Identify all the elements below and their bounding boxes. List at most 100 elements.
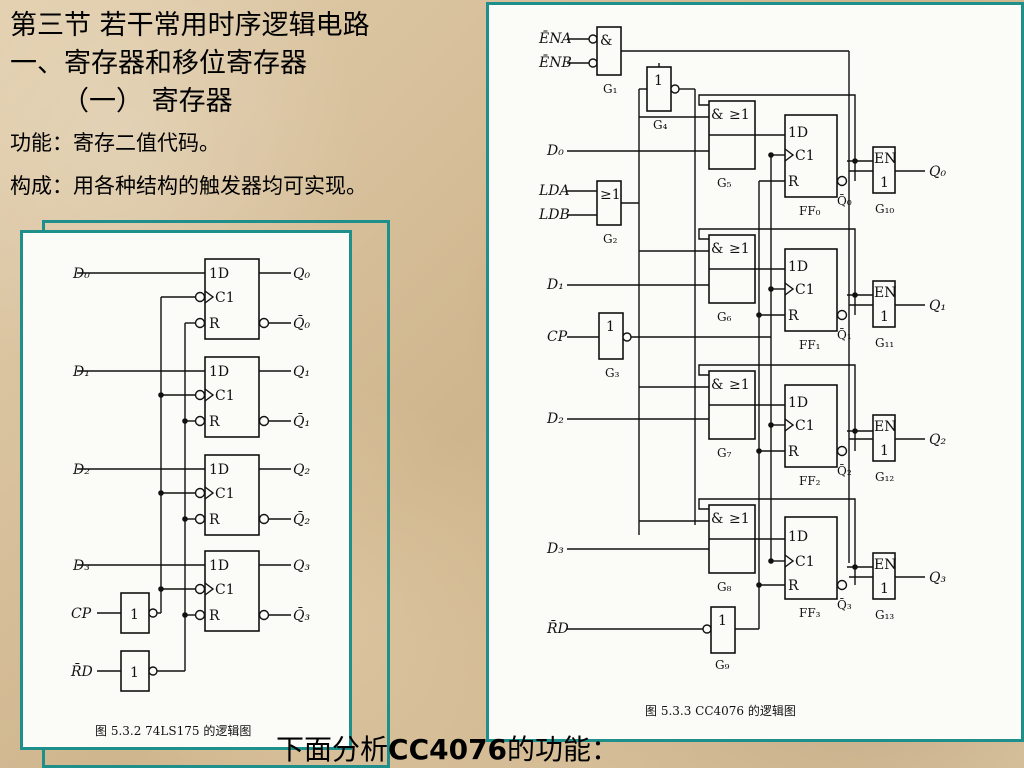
rd-not-symbol: 1 <box>130 665 139 681</box>
g10-name: G₁₀ <box>875 202 894 216</box>
ff3-c-pin: C1 <box>215 582 235 598</box>
g13-name: G₁₃ <box>875 608 894 622</box>
figure-74ls175: D₀ D₁ D₂ D₃ CP R̄D 1D C1 R 1D C1 R 1D C1… <box>20 230 352 750</box>
en-a-label: ĒNA <box>538 29 572 47</box>
section-title: 第三节 若干常用时序逻辑电路 <box>10 10 370 41</box>
g7-and-symbol: & <box>711 377 723 393</box>
g1-and-symbol: & <box>600 33 612 49</box>
g3-not-symbol: 1 <box>606 319 615 335</box>
ff2-c-pin: C1 <box>215 486 235 502</box>
left-input-d1: D₁ <box>72 364 90 380</box>
g10-buffer-symbol: 1 <box>880 175 889 191</box>
ld-b-label: LDB <box>538 207 570 223</box>
ff3-name: FF₃ <box>799 606 821 620</box>
qbar0-label: Q̄₀ <box>837 193 852 208</box>
left-output-q1bar: Q̄₁ <box>293 412 310 430</box>
g8-name: G₈ <box>717 580 732 594</box>
footer-suffix: 的功能： <box>507 733 620 766</box>
g12-en-symbol: EN <box>874 419 896 435</box>
rff1-r-pin: R <box>788 308 799 324</box>
qbar1-label: Q̄₁ <box>837 327 852 342</box>
stage-0 <box>567 94 925 198</box>
stage-1 <box>567 228 925 332</box>
rff3-r-pin: R <box>788 578 799 594</box>
g5-name: G₅ <box>717 176 732 190</box>
rff0-d-pin: 1D <box>788 125 808 141</box>
topic-title: （一） 寄存器 <box>62 86 233 117</box>
g5-or-symbol: ≥1 <box>729 107 750 123</box>
g8-and-symbol: & <box>711 511 723 527</box>
ff2-d-pin: 1D <box>209 462 229 478</box>
ff2-r-pin: R <box>209 512 220 528</box>
ff1-c-pin: C1 <box>215 388 235 404</box>
left-output-q0bar: Q̄₀ <box>293 314 310 332</box>
left-output-q2: Q₂ <box>293 462 310 478</box>
ff1-d-pin: 1D <box>209 364 229 380</box>
ff3-r-pin: R <box>209 608 220 624</box>
stage-3 <box>567 498 925 600</box>
g7-or-symbol: ≥1 <box>729 377 750 393</box>
structure-text: 构成：用各种结构的触发器均可实现。 <box>10 174 367 198</box>
subsection-title: 一、寄存器和移位寄存器 <box>10 48 307 79</box>
footer-prefix: 下面分析 <box>276 733 389 766</box>
g6-or-symbol: ≥1 <box>729 241 750 257</box>
g9-not-symbol: 1 <box>718 613 727 629</box>
rff0-r-pin: R <box>788 174 799 190</box>
left-input-d2: D₂ <box>72 462 90 478</box>
ff0-c-pin: C1 <box>215 290 235 306</box>
left-output-q3bar: Q̄₃ <box>293 606 310 624</box>
ff0-name: FF₀ <box>799 204 821 218</box>
rff3-c-pin: C1 <box>795 554 815 570</box>
right-input-d1: D₁ <box>546 277 564 293</box>
qbar2-label: Q̄₂ <box>837 463 852 478</box>
rff2-r-pin: R <box>788 444 799 460</box>
left-input-d0: D₀ <box>72 266 90 282</box>
left-output-q1: Q₁ <box>293 364 310 380</box>
g4-not-symbol: 1 <box>654 73 663 89</box>
g2-or-symbol: ≥1 <box>600 187 621 203</box>
right-input-d2: D₂ <box>546 411 564 427</box>
g11-name: G₁₁ <box>875 336 894 350</box>
footer-chip-name: CC4076 <box>388 733 508 766</box>
left-figure-caption: 图 5.3.2 74LS175 的逻辑图 <box>95 723 251 738</box>
figure-cc4076: ĒNA ĒNB LDA LDB D₀ D₁ D₂ D₃ CP R̄D & 1 ≥… <box>486 2 1024 742</box>
rff3-d-pin: 1D <box>788 529 808 545</box>
ff1-r-pin: R <box>209 414 220 430</box>
left-rd-label: R̄D <box>70 662 93 680</box>
cp-not-symbol: 1 <box>130 607 139 623</box>
g5-and-symbol: & <box>711 107 723 123</box>
right-output-q2: Q₂ <box>929 432 946 448</box>
g3-name: G₃ <box>605 366 620 380</box>
g13-buffer-symbol: 1 <box>880 581 889 597</box>
g8-or-symbol: ≥1 <box>729 511 750 527</box>
g11-buffer-symbol: 1 <box>880 309 889 325</box>
rff2-d-pin: 1D <box>788 395 808 411</box>
left-output-q3: Q₃ <box>293 558 310 574</box>
g6-name: G₆ <box>717 310 732 324</box>
footer-text: 下面分析CC4076的功能： <box>276 728 619 768</box>
left-output-q0: Q₀ <box>293 266 310 282</box>
g9-name: G₉ <box>715 658 730 672</box>
ff2-name: FF₂ <box>799 474 821 488</box>
g13-en-symbol: EN <box>874 557 896 573</box>
g7-name: G₇ <box>717 446 732 460</box>
right-output-q0: Q₀ <box>929 164 946 180</box>
g1-name: G₁ <box>603 82 617 96</box>
g12-buffer-symbol: 1 <box>880 443 889 459</box>
g6-and-symbol: & <box>711 241 723 257</box>
rff1-d-pin: 1D <box>788 259 808 275</box>
figure-cc4076-diagram: ĒNA ĒNB LDA LDB D₀ D₁ D₂ D₃ CP R̄D & 1 ≥… <box>538 26 946 718</box>
rff0-c-pin: C1 <box>795 148 815 164</box>
ff0-r-pin: R <box>209 316 220 332</box>
right-input-d3: D₃ <box>546 541 564 557</box>
g11-en-symbol: EN <box>874 285 896 301</box>
right-input-d0: D₀ <box>546 143 564 159</box>
right-rd-label: R̄D <box>546 619 569 637</box>
rff2-c-pin: C1 <box>795 418 815 434</box>
ff0-d-pin: 1D <box>209 266 229 282</box>
g12-name: G₁₂ <box>875 470 894 484</box>
left-output-q2bar: Q̄₂ <box>293 510 310 528</box>
function-text: 功能：寄存二值代码。 <box>10 131 220 155</box>
g10-en-symbol: EN <box>874 151 896 167</box>
left-cp-label: CP <box>71 606 92 622</box>
